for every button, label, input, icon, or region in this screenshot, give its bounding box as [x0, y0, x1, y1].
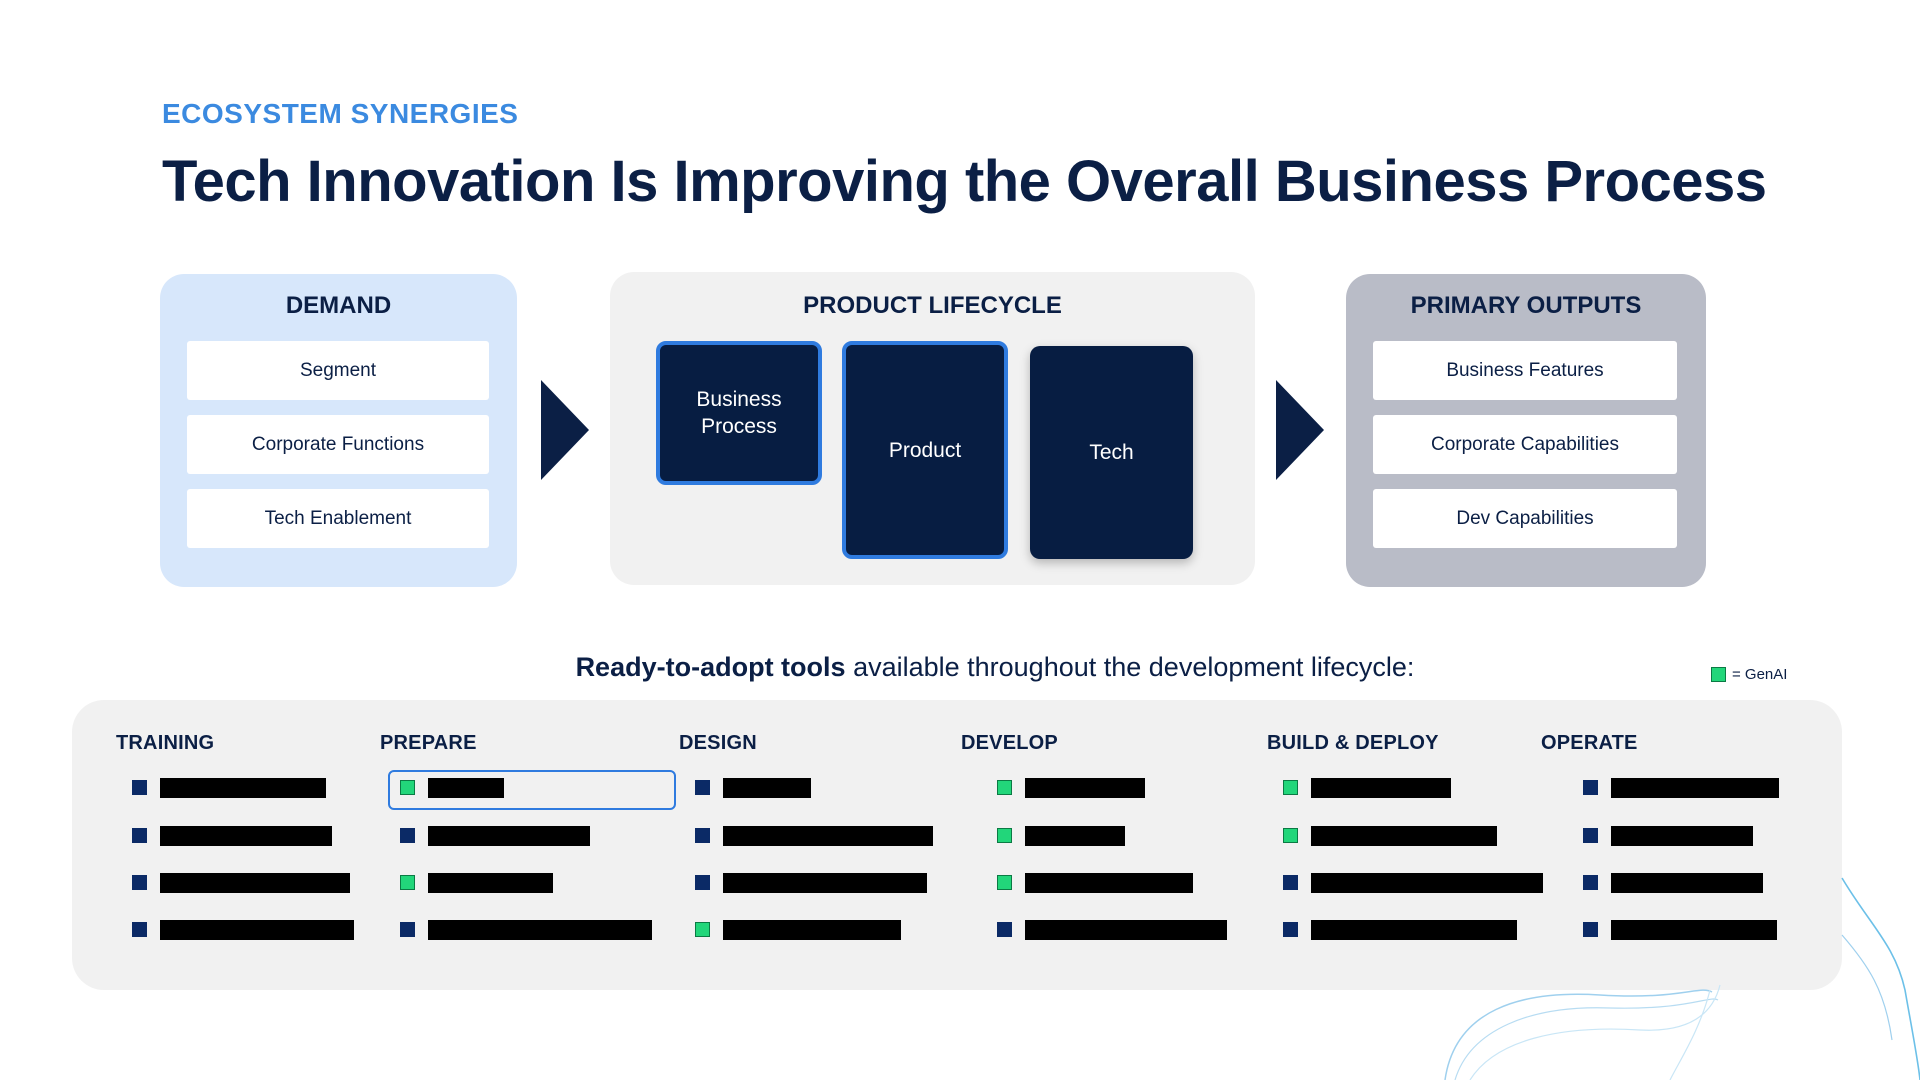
- genai-bullet-icon: [1283, 780, 1298, 795]
- demand-item-segment: Segment: [187, 341, 489, 400]
- genai-bullet-icon: [695, 922, 710, 937]
- output-item-dev-capabilities: Dev Capabilities: [1373, 489, 1677, 548]
- genai-bullet-icon: [997, 875, 1012, 890]
- demand-item-tech-enablement: Tech Enablement: [187, 489, 489, 548]
- tool-column-title: DESIGN: [679, 732, 757, 754]
- genai-bullet-icon: [400, 875, 415, 890]
- tool-bullet-icon: [132, 875, 147, 890]
- tool-bullet-icon: [1283, 922, 1298, 937]
- page-title: Tech Innovation Is Improving the Overall…: [162, 149, 1767, 214]
- lifecycle-title: PRODUCT LIFECYCLE: [803, 292, 1062, 319]
- genai-bullet-icon: [997, 828, 1012, 843]
- output-item-corporate-capabilities: Corporate Capabilities: [1373, 415, 1677, 474]
- genai-bullet-icon: [997, 780, 1012, 795]
- tool-bullet-icon: [1283, 875, 1298, 890]
- genai-legend-label: = GenAI: [1732, 666, 1788, 683]
- redacted-tool-name[interactable]: [1025, 873, 1193, 893]
- tool-column-title: OPERATE: [1541, 732, 1638, 754]
- tool-bullet-icon: [400, 828, 415, 843]
- redacted-tool-name[interactable]: [1611, 778, 1779, 798]
- genai-bullet-icon: [400, 780, 415, 795]
- tool-item-selection[interactable]: [388, 770, 676, 810]
- lifecycle-card-tech[interactable]: Tech: [1030, 346, 1193, 559]
- genai-legend: = GenAI: [1711, 666, 1787, 683]
- tools-panel: [72, 700, 1842, 990]
- tool-bullet-icon: [1583, 922, 1598, 937]
- genai-legend-swatch: [1711, 667, 1726, 682]
- tool-column-title: PREPARE: [380, 732, 477, 754]
- tool-bullet-icon: [132, 780, 147, 795]
- flow-arrow-right-icon: [541, 380, 589, 480]
- output-item-business-features: Business Features: [1373, 341, 1677, 400]
- redacted-tool-name[interactable]: [1611, 873, 1763, 893]
- redacted-tool-name[interactable]: [723, 920, 901, 940]
- tool-bullet-icon: [695, 780, 710, 795]
- redacted-tool-name[interactable]: [723, 826, 933, 846]
- redacted-tool-name[interactable]: [160, 778, 326, 798]
- redacted-tool-name[interactable]: [1311, 826, 1497, 846]
- tool-column-title: TRAINING: [116, 732, 215, 754]
- demand-panel: DEMAND Segment Corporate Functions Tech …: [160, 274, 517, 587]
- tool-column-title: DEVELOP: [961, 732, 1058, 754]
- redacted-tool-name[interactable]: [1025, 920, 1227, 940]
- tool-bullet-icon: [695, 828, 710, 843]
- tool-column-title: BUILD & DEPLOY: [1267, 732, 1439, 754]
- redacted-tool-name[interactable]: [428, 920, 652, 940]
- redacted-tool-name[interactable]: [723, 778, 811, 798]
- lifecycle-card-business-process[interactable]: Business Process: [656, 341, 822, 485]
- demand-title: DEMAND: [285, 292, 392, 319]
- redacted-tool-name[interactable]: [1611, 826, 1753, 846]
- redacted-tool-name[interactable]: [428, 873, 553, 893]
- tool-bullet-icon: [132, 828, 147, 843]
- lifecycle-card-product[interactable]: Product: [842, 341, 1008, 559]
- redacted-tool-name[interactable]: [1611, 920, 1777, 940]
- redacted-tool-name[interactable]: [1311, 873, 1543, 893]
- redacted-tool-name[interactable]: [160, 873, 350, 893]
- flow-arrow-right-icon: [1276, 380, 1324, 480]
- redacted-tool-name[interactable]: [1311, 920, 1517, 940]
- section-eyebrow: ECOSYSTEM SYNERGIES: [162, 98, 519, 129]
- tool-bullet-icon: [400, 922, 415, 937]
- tools-intro-rest: available throughout the development lif…: [845, 652, 1415, 682]
- tools-intro: Ready-to-adopt tools available throughou…: [0, 652, 1920, 683]
- tool-bullet-icon: [132, 922, 147, 937]
- redacted-tool-name[interactable]: [1025, 778, 1145, 798]
- primary-outputs-panel: PRIMARY OUTPUTS Business Features Corpor…: [1346, 274, 1706, 587]
- tool-bullet-icon: [1583, 875, 1598, 890]
- demand-item-corporate-functions: Corporate Functions: [187, 415, 489, 474]
- tool-bullet-icon: [1583, 828, 1598, 843]
- tool-bullet-icon: [695, 875, 710, 890]
- outputs-title: PRIMARY OUTPUTS: [1410, 292, 1642, 319]
- tool-bullet-icon: [1583, 780, 1598, 795]
- redacted-tool-name[interactable]: [1311, 778, 1451, 798]
- redacted-tool-name[interactable]: [160, 920, 354, 940]
- redacted-tool-name[interactable]: [160, 826, 332, 846]
- redacted-tool-name[interactable]: [1025, 826, 1125, 846]
- tool-bullet-icon: [997, 922, 1012, 937]
- redacted-tool-name[interactable]: [428, 778, 504, 798]
- redacted-tool-name[interactable]: [428, 826, 590, 846]
- tools-intro-bold: Ready-to-adopt tools: [575, 652, 846, 682]
- genai-bullet-icon: [1283, 828, 1298, 843]
- redacted-tool-name[interactable]: [723, 873, 927, 893]
